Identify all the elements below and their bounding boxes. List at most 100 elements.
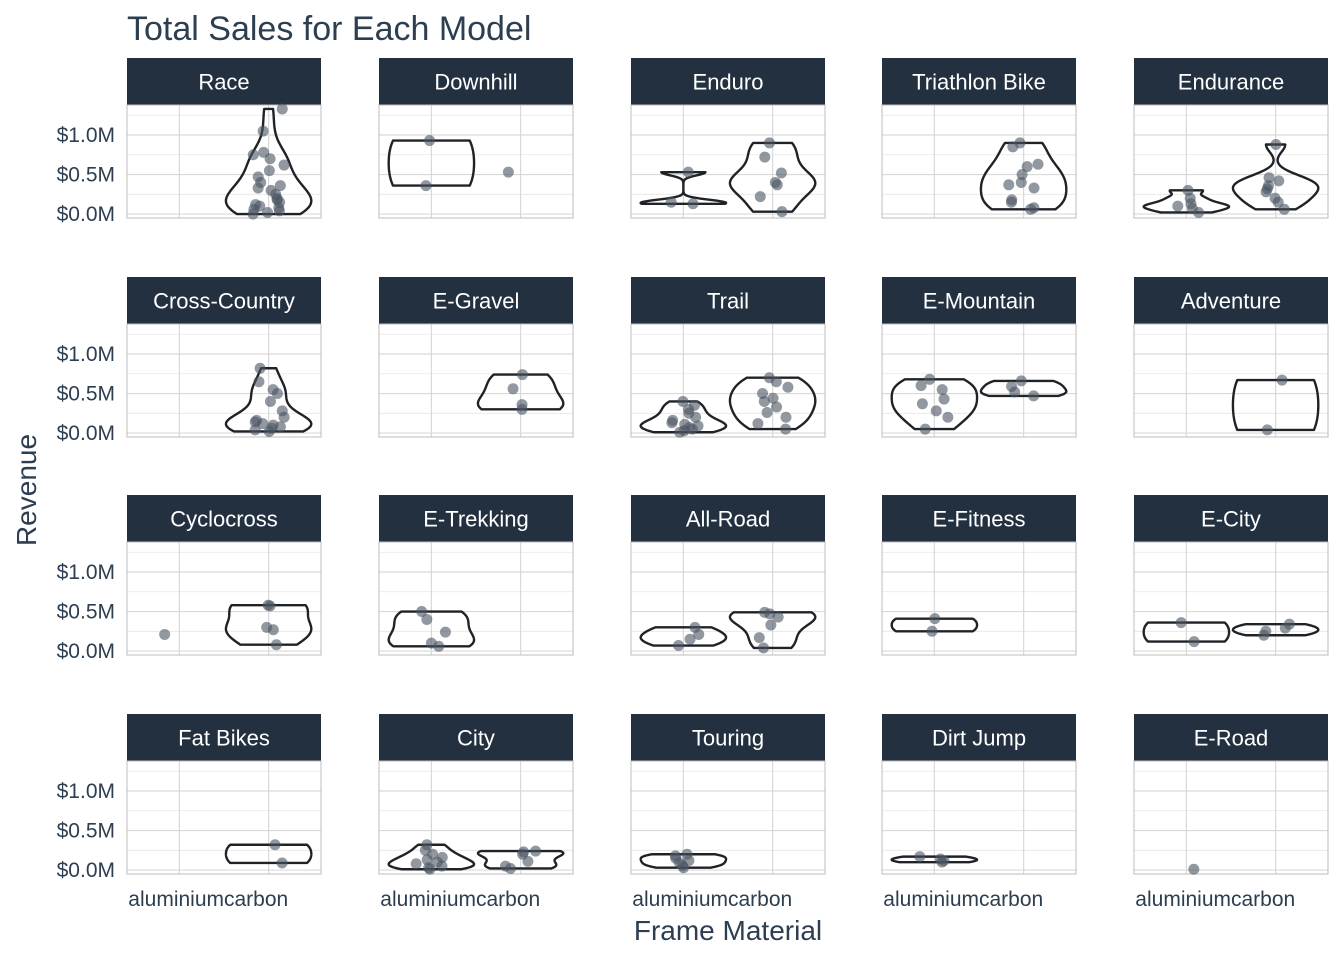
facet-strip xyxy=(379,495,573,542)
facet-strip xyxy=(882,277,1076,324)
data-point xyxy=(926,625,938,637)
y-tick-label: $0.5M xyxy=(57,164,115,187)
violin-carbon xyxy=(728,376,817,431)
data-point xyxy=(257,125,269,137)
facet-strip xyxy=(1134,58,1328,105)
data-point xyxy=(689,621,701,633)
data-point xyxy=(278,159,290,171)
data-point xyxy=(934,853,946,865)
data-point xyxy=(759,151,771,163)
facet-strip xyxy=(1134,277,1328,324)
facet-strip xyxy=(631,714,825,761)
facet-strip-label: Triathlon Bike xyxy=(912,70,1046,95)
y-tick-label: $1.0M xyxy=(57,780,115,803)
data-point xyxy=(425,637,437,649)
data-point xyxy=(929,613,941,625)
y-tick-label: $0.0M xyxy=(57,203,115,226)
data-point xyxy=(274,180,286,192)
data-point xyxy=(681,848,693,860)
data-point xyxy=(1015,375,1027,387)
data-point xyxy=(754,191,766,203)
panel-border xyxy=(1133,541,1329,656)
panel-border xyxy=(630,323,826,438)
data-point xyxy=(263,165,275,177)
violin-aluminium xyxy=(639,626,728,647)
facet-downhill: Downhill xyxy=(378,58,574,219)
violin-carbon xyxy=(1231,378,1320,432)
data-point xyxy=(761,407,773,418)
violin-carbon xyxy=(1231,143,1320,211)
data-point xyxy=(665,196,677,208)
data-point xyxy=(772,611,784,623)
facet-strip xyxy=(1134,714,1328,761)
data-point xyxy=(258,146,270,158)
violin-aluminium xyxy=(890,855,979,864)
data-point xyxy=(421,839,433,851)
data-point xyxy=(254,362,266,374)
data-point xyxy=(1014,137,1026,149)
panel-border xyxy=(630,760,826,875)
facet-enduro: Enduro xyxy=(630,58,826,219)
violin-aluminium xyxy=(387,610,476,648)
data-point xyxy=(942,411,954,423)
data-point xyxy=(1188,636,1200,648)
x-tick-label-carbon: carbon xyxy=(728,888,792,911)
panel-border xyxy=(630,541,826,656)
facet-strip-label: City xyxy=(457,726,495,751)
data-point xyxy=(262,206,274,218)
data-point xyxy=(265,184,277,196)
data-point xyxy=(252,171,264,183)
data-point xyxy=(692,420,704,432)
data-point xyxy=(771,401,783,413)
data-point xyxy=(682,166,694,178)
data-point xyxy=(916,398,928,410)
violin-aluminium xyxy=(387,843,476,871)
data-point xyxy=(253,376,265,388)
data-point xyxy=(270,639,282,651)
data-point xyxy=(276,857,288,869)
x-tick-label-aluminium: aluminium xyxy=(632,888,728,911)
facet-strip-label: Fat Bikes xyxy=(178,726,270,751)
violin-aluminium xyxy=(890,617,979,633)
facet-strip xyxy=(882,495,1076,542)
data-point xyxy=(1270,139,1282,151)
facet-strip xyxy=(127,714,321,761)
data-point xyxy=(767,392,779,404)
facet-strip-label: E-Fitness xyxy=(933,507,1026,532)
data-point xyxy=(1263,180,1274,192)
facet-triathlon-bike: Triathlon Bike xyxy=(881,58,1077,219)
data-point xyxy=(276,103,288,115)
data-point xyxy=(1032,158,1044,170)
data-point xyxy=(1006,380,1018,392)
violin-aluminium xyxy=(890,378,979,431)
panel-border xyxy=(881,104,1077,219)
data-point xyxy=(1263,172,1275,184)
violin-aluminium xyxy=(387,139,476,187)
data-point xyxy=(410,858,422,870)
data-point xyxy=(1006,194,1018,206)
y-tick-label: $0.5M xyxy=(57,601,115,624)
data-point xyxy=(267,384,279,396)
y-tick-label: $1.0M xyxy=(57,343,115,366)
data-point xyxy=(1269,192,1281,204)
facet-e-city: E-City xyxy=(1133,495,1329,656)
data-point xyxy=(765,619,777,631)
data-point xyxy=(775,167,787,179)
data-point xyxy=(502,166,514,178)
data-point xyxy=(924,373,936,385)
violin-carbon xyxy=(979,141,1068,211)
y-tick-label: $1.0M xyxy=(57,124,115,147)
facet-strip-label: Touring xyxy=(692,726,764,751)
facet-strip xyxy=(631,495,825,542)
facet-strip xyxy=(127,495,321,542)
x-axis-title: Frame Material xyxy=(634,915,822,946)
panel-border xyxy=(378,104,574,219)
x-tick-label-carbon: carbon xyxy=(979,888,1043,911)
panel-border xyxy=(630,104,826,219)
facet-e-trekking: E-Trekking xyxy=(378,495,574,656)
data-point xyxy=(1016,169,1028,181)
data-point xyxy=(936,384,948,396)
data-point xyxy=(436,851,448,863)
violin-carbon xyxy=(224,107,313,216)
